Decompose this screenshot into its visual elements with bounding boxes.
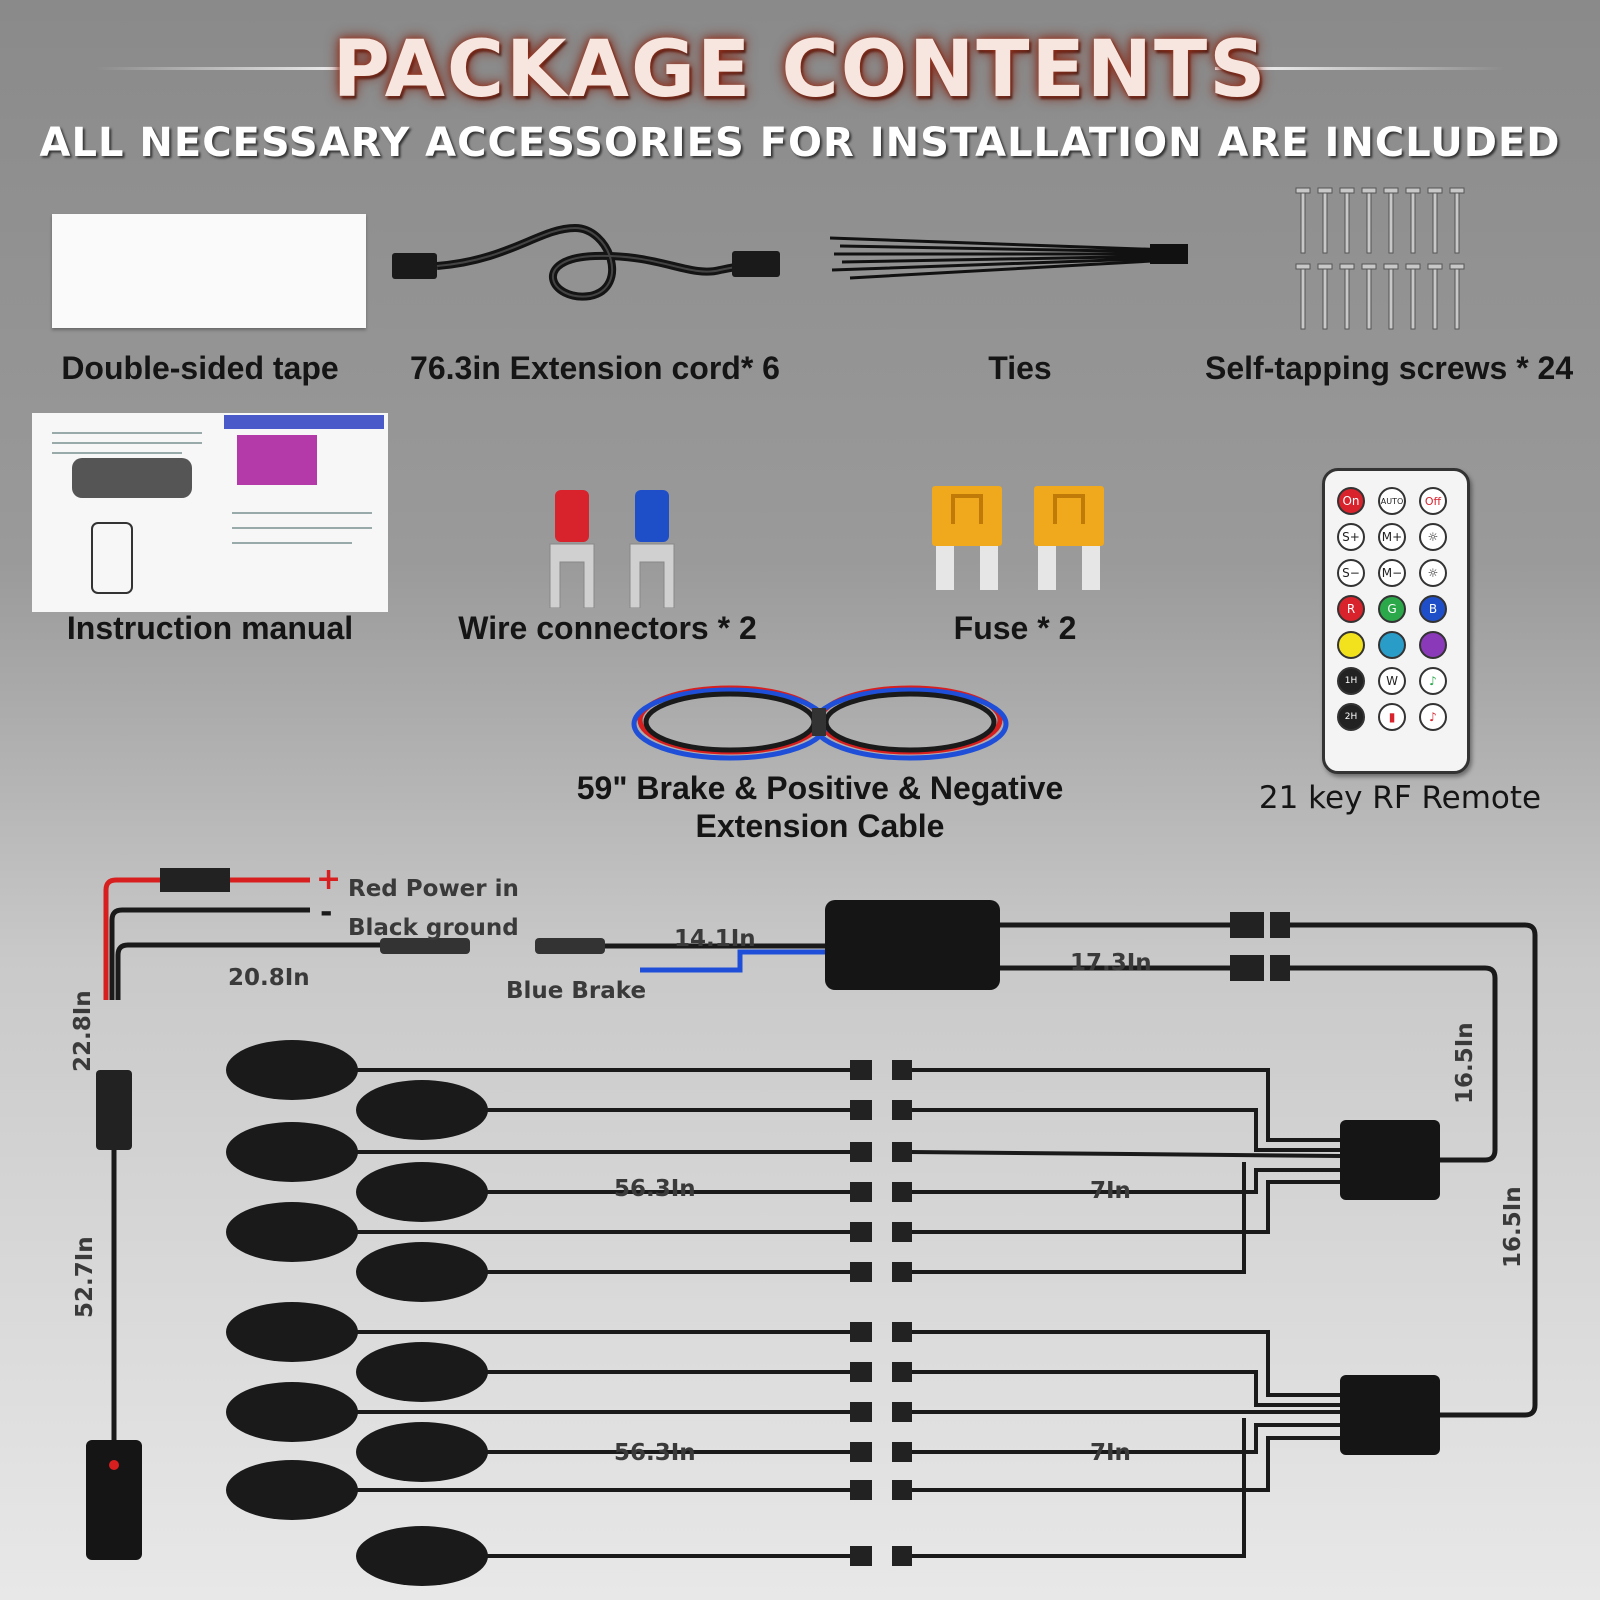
remote-key-speed-down: S−	[1337, 559, 1365, 587]
length-14-1-label: 14.1In	[674, 926, 756, 952]
wire-connectors-image	[549, 490, 675, 608]
remote-key-auto: AUTO	[1378, 487, 1406, 515]
black-ground-label: Black ground	[348, 915, 519, 941]
screws-image	[1295, 187, 1465, 330]
page-title: PACKAGE CONTENTS	[332, 25, 1268, 115]
remote-key-blue: B	[1419, 595, 1447, 623]
remote-key-on: On	[1337, 487, 1365, 515]
remote-key-1h: 1H	[1337, 667, 1365, 695]
title-right-line	[1215, 67, 1505, 70]
length-56-3-upper-label: 56.3In	[614, 1176, 696, 1202]
wiring-diagram	[86, 868, 1538, 1586]
length-17-3-label: 17.3In	[1070, 950, 1152, 976]
length-7-upper-label: 7In	[1090, 1178, 1131, 1204]
manual-label: Instruction manual	[66, 610, 354, 646]
length-7-lower-label: 7In	[1090, 1440, 1131, 1466]
remote-key-mode-up: M+	[1378, 523, 1406, 551]
rf-remote-image: On AUTO Off S+ M+ ☼ S− M− ☼ R G B 1H W ♪…	[1322, 468, 1470, 774]
instruction-manual-image	[32, 413, 388, 612]
remote-key-speed-up: S+	[1337, 523, 1365, 551]
length-16-5-lower-label: 16.5In	[1500, 1186, 1526, 1268]
remote-label: 21 key RF Remote	[1258, 780, 1542, 816]
fuse-label: Fuse * 2	[953, 610, 1077, 646]
double-sided-tape-image	[52, 214, 366, 328]
length-56-3-lower-label: 56.3In	[614, 1440, 696, 1466]
music-note-red-icon: ♪	[1419, 703, 1447, 731]
extension-cable-image	[631, 685, 1009, 761]
tape-label: Double-sided tape	[61, 350, 339, 386]
cable-ties-image	[830, 236, 1188, 280]
remote-key-green: G	[1378, 595, 1406, 623]
extension-cable-label-line2: Extension Cable	[695, 808, 945, 844]
blue-brake-label: Blue Brake	[506, 978, 647, 1004]
length-52-7-label: 52.7In	[72, 1236, 98, 1318]
remote-key-off: Off	[1419, 487, 1447, 515]
wire-connectors-label: Wire connectors * 2	[458, 610, 757, 646]
extension-cord-image	[392, 223, 780, 301]
screws-label: Self-tapping screws * 24	[1205, 350, 1574, 386]
music-note-icon: ♪	[1419, 667, 1447, 695]
title-left-line	[95, 67, 385, 70]
extension-cord-label: 76.3in Extension cord* 6	[410, 350, 780, 386]
equalizer-icon: ▮	[1378, 703, 1406, 731]
page-subtitle: ALL NECESSARY ACCESSORIES FOR INSTALLATI…	[39, 120, 1561, 166]
remote-key-red: R	[1337, 595, 1365, 623]
remote-key-mode-down: M−	[1378, 559, 1406, 587]
remote-key-purple	[1419, 631, 1447, 659]
plus-icon: +	[316, 862, 342, 897]
minus-icon: -	[320, 895, 333, 930]
extension-cable-label-line1: 59" Brake & Positive & Negative	[576, 770, 1064, 806]
remote-key-white: W	[1378, 667, 1406, 695]
remote-key-2h: 2H	[1337, 703, 1365, 731]
brightness-down-icon: ☼	[1419, 559, 1447, 587]
remote-key-cyan	[1378, 631, 1406, 659]
length-22-8-label: 22.8In	[70, 990, 96, 1072]
red-power-label: Red Power in	[348, 876, 519, 902]
ties-label: Ties	[988, 350, 1052, 386]
length-20-8-label: 20.8In	[228, 965, 310, 991]
brightness-up-icon: ☼	[1419, 523, 1447, 551]
remote-key-yellow	[1337, 631, 1365, 659]
fuse-image	[932, 486, 1104, 590]
length-16-5-upper-label: 16.5In	[1452, 1022, 1478, 1104]
